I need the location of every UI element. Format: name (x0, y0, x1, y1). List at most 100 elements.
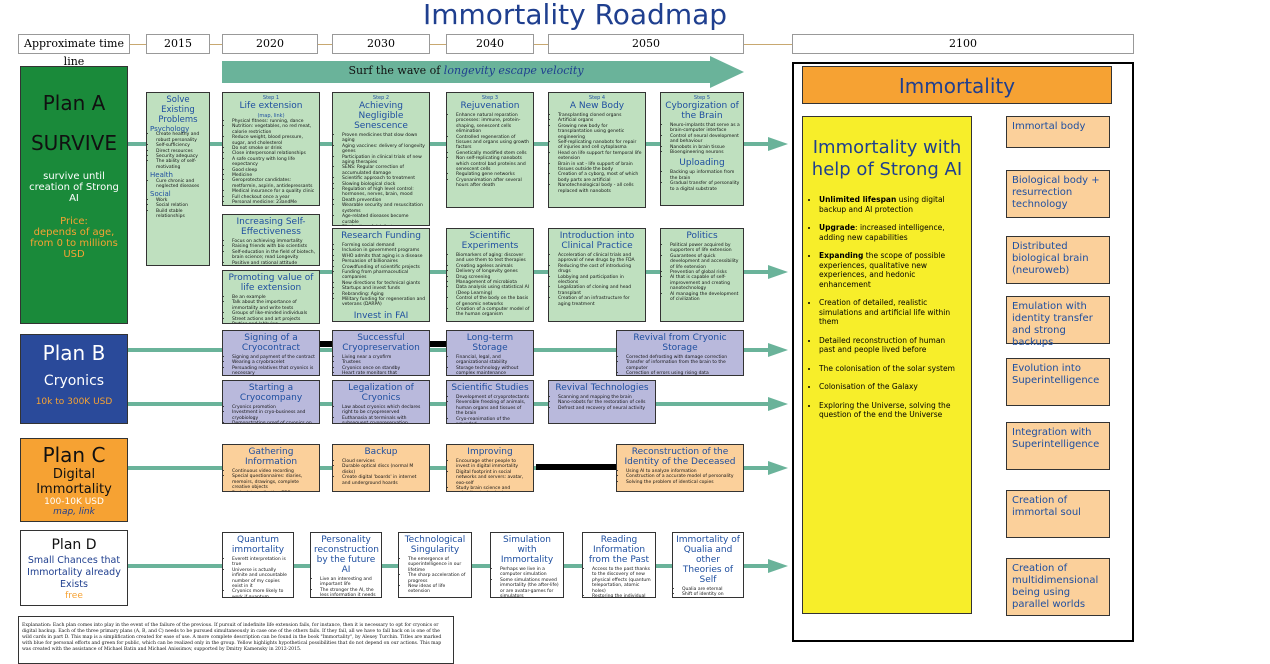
plan-a-desc: survive until creation of Strong AI (29, 171, 119, 204)
box-title: Promoting value of life extension (228, 273, 314, 293)
box-list: Everett interpretation is trueUniverse i… (226, 557, 290, 597)
list-item: Reversible freezing of animals, human or… (456, 400, 530, 416)
strong-ai-box: Immortality with help of Strong AI Unlim… (802, 116, 972, 614)
plan-b-name: Plan B (42, 341, 106, 365)
list-item: Raising friends with bio scientists (232, 244, 316, 249)
list-item: Self-sufficiency (156, 143, 206, 148)
immortality-option: Creation of immortal soul (1006, 490, 1110, 538)
list-item: Parties and lobbying (232, 322, 316, 323)
box-list: Qualia are eternalShift of identity on e… (676, 587, 740, 597)
row-a2-connector (320, 270, 768, 274)
list-item: Physical fitness: running, dance (232, 119, 316, 124)
timeline-year-2050: 2050 (548, 34, 744, 54)
box-title: Quantum immortality (231, 535, 285, 555)
strong-ai-item-bold: Expanding (819, 251, 864, 260)
box-title: Reading Information from the Past (588, 535, 650, 565)
strong-ai-item-text: Colonisation of the Galaxy (819, 382, 918, 391)
box-list: Financial, legal, and organizational sta… (450, 355, 530, 375)
list-item: Legalization of cloning and head transpl… (558, 285, 642, 296)
plan-d-extra: free (65, 591, 83, 601)
box-title: Life extension (239, 101, 303, 111)
list-item: Shift of identity on eternal things (682, 592, 740, 597)
list-item: Control of the body on the basis of geno… (456, 296, 530, 307)
list-item: Demonstrating proof of cryonics on anima… (232, 421, 316, 423)
list-item: Lobbying and participation in elections (558, 275, 642, 286)
qualia-box: Immortality of Qualia and other Theories… (672, 532, 744, 598)
list-item: Perhaps we live in a computer simulation (500, 567, 560, 578)
wave-text-prefix: Surf the wave of (348, 64, 444, 77)
box-title: Revival Technologies (555, 383, 649, 393)
box-title: Cyborgization of the Brain (665, 101, 739, 121)
box-title: Research Funding (341, 231, 421, 241)
strong-ai-item: Colonisation of the Galaxy (819, 382, 963, 392)
list-item: Self-education in the field of biotech, … (232, 250, 316, 261)
self-effectiveness-box: Increasing Self-EffectivenessFocus on ac… (222, 214, 320, 266)
box-title: Personality reconstruction by the future… (314, 535, 380, 575)
list-item: Create healthy and robust personality (156, 132, 206, 143)
politics-box: PoliticsPolitical power acquired by supp… (660, 228, 744, 322)
quantum-immortality-box: Quantum immortalityEverett interpretatio… (222, 532, 294, 598)
strong-ai-item-bold: Unlimited lifespan (819, 195, 897, 204)
list-item: Funding from pharmaceutical companies (342, 270, 426, 281)
list-item: Regulating gene networks (456, 172, 530, 177)
list-item: Wearing a cryobracelet (232, 360, 316, 365)
list-item: Data analysis using statistical AI (Deep… (456, 285, 530, 296)
list-item: New directions for technical giants (342, 281, 426, 286)
box-title: Improving (467, 447, 513, 457)
list-item: Participation in clinical trials of new … (342, 155, 426, 166)
list-item: Aging vaccines: delivery of longevity ge… (342, 144, 426, 155)
wave-arrow-bar (222, 61, 710, 83)
row-c-arrowhead (768, 461, 788, 475)
list-item: Elimination of risk factors (342, 225, 426, 226)
list-item: Medical insurance for a quality clinic (232, 189, 316, 194)
box-list: Cryonics promotionInvestment in cryo-bus… (226, 405, 316, 423)
box-list: Using AI to analyze informationConstruct… (620, 469, 740, 485)
timeline-year-2015: 2015 (146, 34, 210, 54)
list-item: Guarantees of quick development and acce… (670, 254, 740, 270)
plan-b-subtitle: Cryonics (43, 373, 105, 389)
singularity-box: Technological SingularityThe emergence o… (398, 532, 472, 598)
long-term-storage-box: Long-term StorageFinancial, legal, and o… (446, 330, 534, 376)
strong-ai-item-text: Exploring the Universe, solving the ques… (819, 400, 951, 420)
box-title: Legalization of Cryonics (348, 383, 414, 403)
list-item: Brain data: collecting EEGs (232, 491, 316, 492)
list-item: New ideas of life extension (408, 584, 468, 595)
list-item: Live an interesting and important life (320, 577, 378, 588)
list-item: Build stable relationships (156, 209, 206, 220)
list-item: Durable optical discs (normal M disks) (342, 464, 426, 475)
box-list: Forming social demandInclusion in govern… (336, 243, 426, 308)
list-item: Neuro-implants that serve as a brain-com… (670, 123, 740, 134)
box-list-2: Backing up information from the brainGra… (664, 170, 740, 192)
list-item: Reduce weight, blood pressure, sugar, an… (232, 135, 316, 146)
list-item: Cure chronic and neglected diseases (156, 179, 206, 190)
list-item: Political power acquired by supporters o… (670, 243, 740, 254)
list-item: Brain in vat - life support of brain tis… (558, 162, 642, 173)
immortality-option: Integration with Superintelligence (1006, 422, 1110, 470)
cryocompany-box: Starting a CryocompanyCryonics promotion… (222, 380, 320, 424)
list-item: Living near a cryofirm (342, 355, 426, 360)
list-item: Security adequacy (156, 154, 206, 159)
box-list: Be an exampleTalk about the importance o… (226, 295, 316, 323)
list-item: Development of cryoprotectants (456, 395, 530, 400)
list-item: Creating ageless animals (456, 264, 530, 269)
strong-ai-item-bold: Upgrade (819, 223, 856, 232)
list-item: Prevention of global risks (670, 270, 740, 275)
list-item: Growing new body for transplantation usi… (558, 124, 642, 140)
list-item: Personal medicine: 23andMe (232, 200, 316, 205)
list-item: Direct resources (156, 149, 206, 154)
immortality-frame (792, 62, 1134, 642)
research-funding-box: Research FundingForming social demandInc… (332, 228, 430, 322)
plan-c-extra[interactable]: map, link (53, 507, 95, 517)
list-item: Groups of like-minded individuals (232, 311, 316, 316)
list-item: Create digital 'boards' in internet and … (342, 475, 426, 486)
box-list: Acceleration of clinical trials and appr… (552, 253, 642, 307)
list-item: Enhance natural reparation processes: im… (456, 113, 530, 135)
list-item: Slowing biological clock (342, 182, 426, 187)
plan-a-price: depends of age, from 0 to millions USD (30, 227, 118, 260)
box-title: Gathering Information (244, 447, 298, 467)
list-item: Positive and rational attitude (232, 261, 316, 265)
list-item: Some simulations moved immortality (the … (500, 578, 560, 597)
box-subtitle[interactable]: (map, link) (257, 113, 285, 119)
strong-ai-item: Creation of detailed, realistic simulati… (819, 298, 963, 327)
box-title: Introduction into Clinical Practice (559, 231, 635, 251)
